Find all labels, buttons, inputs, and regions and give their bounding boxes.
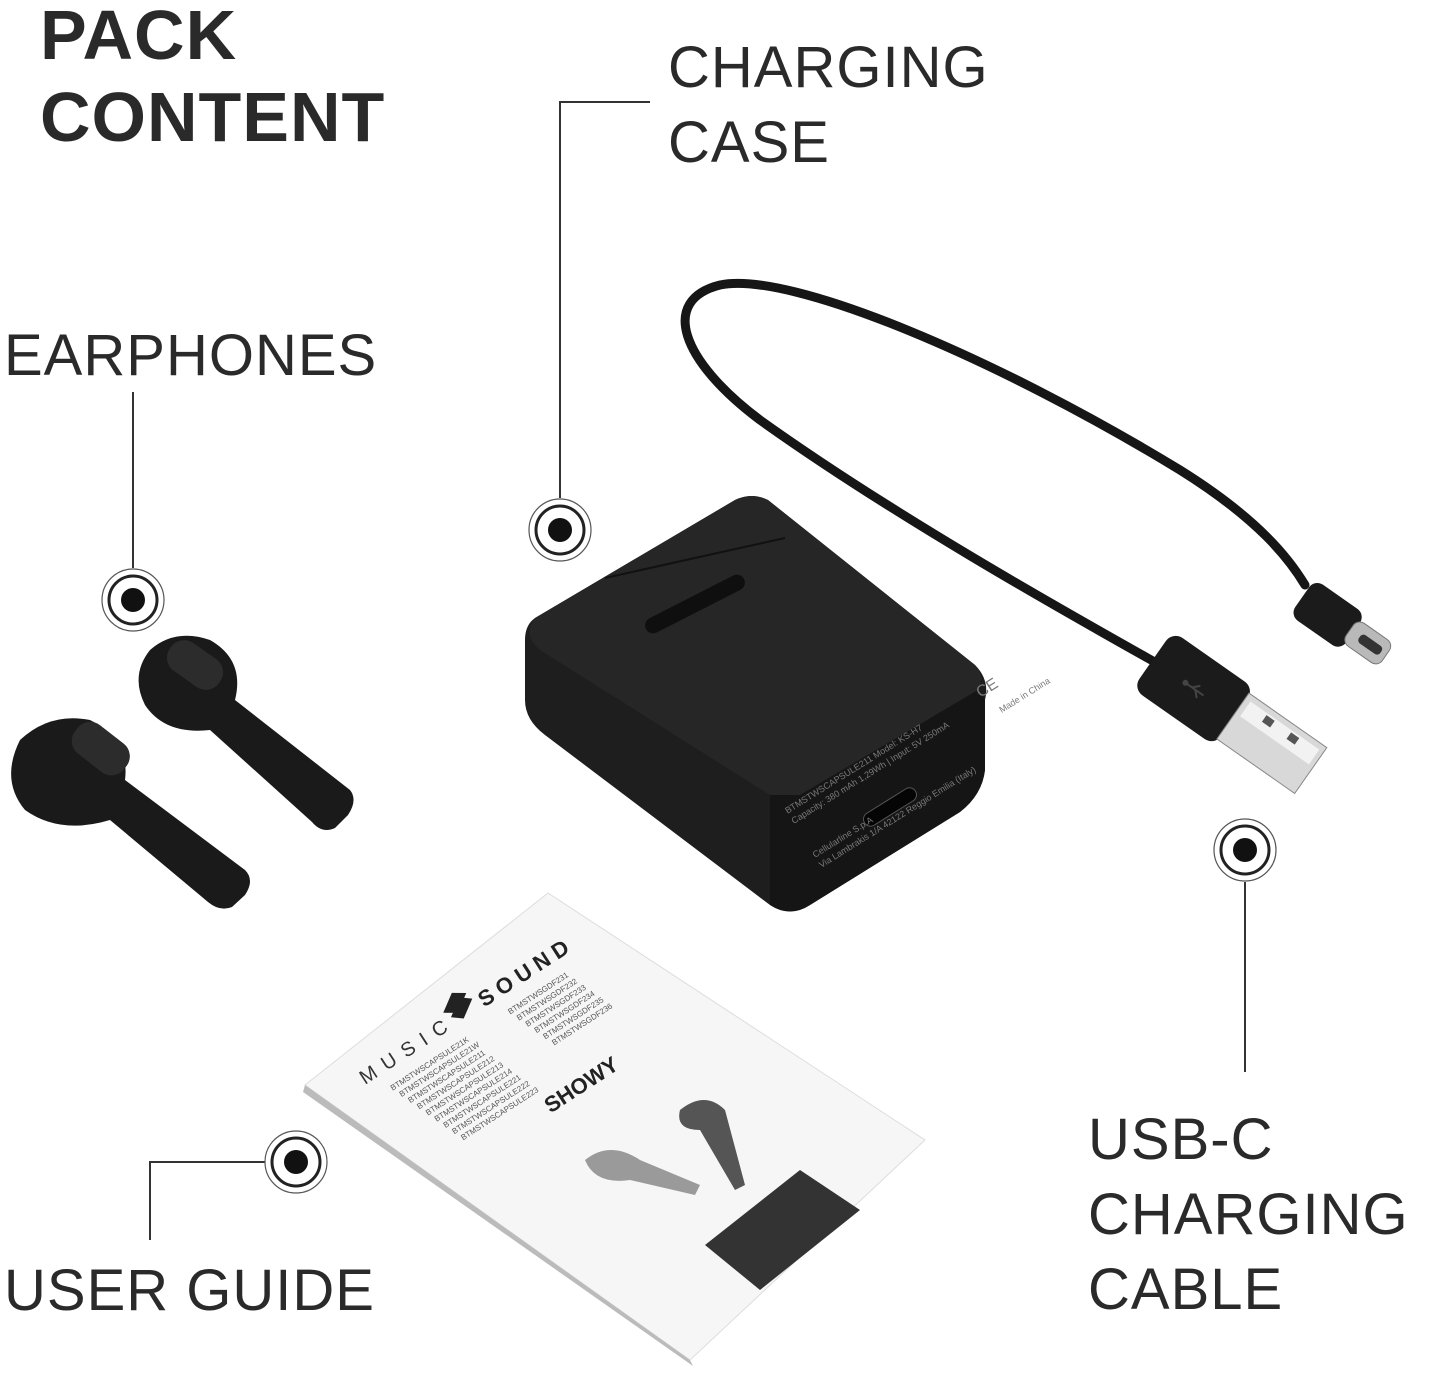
music-sound-logo-icon [443, 992, 473, 1019]
earphone-left [11, 718, 250, 909]
title-line-1: PACK [40, 0, 238, 74]
usb-c-cable [680, 278, 1392, 795]
target-marker-icon [527, 497, 593, 563]
target-marker-icon [100, 567, 166, 633]
label-line: CABLE [1088, 1257, 1284, 1322]
target-marker-icon [263, 1129, 329, 1195]
label-earphones: EARPHONES [4, 318, 377, 393]
usb-c-plug [1293, 582, 1392, 665]
label-charging-case: CHARGING CASE [668, 30, 989, 180]
earphone-right [138, 635, 354, 830]
label-line: CHARGING [1088, 1182, 1409, 1247]
target-marker-icon [1212, 817, 1278, 883]
usb-a-plug [1137, 635, 1328, 795]
leader-lines [132, 101, 1246, 1240]
page-title: PACK CONTENT [40, 0, 385, 158]
charging-case: BTMSTWSCAPSULE211 Model: KS-H7 Capacity:… [525, 496, 1052, 912]
label-line: EARPHONES [4, 323, 378, 388]
label-usb-cable: USB-C CHARGING CABLE [1088, 1102, 1409, 1327]
label-line: USER GUIDE [4, 1258, 375, 1323]
leader-user-guide [149, 1161, 265, 1240]
led-slot [645, 574, 745, 634]
label-line: CHARGING [668, 35, 989, 100]
title-line-2: CONTENT [40, 78, 386, 156]
leader-charging-case [559, 101, 650, 498]
usb-symbol-icon [1182, 679, 1205, 699]
case-marking-text: Made in China [997, 676, 1052, 715]
label-line: USB-C [1088, 1107, 1274, 1172]
usb-c-port [862, 787, 918, 827]
user-guide-booklet: MUSIC SOUND BTMSTWSCAPSULE21K BTMSTWSCAP… [303, 892, 926, 1366]
label-line: CASE [668, 110, 830, 175]
label-user-guide: USER GUIDE [4, 1253, 375, 1328]
booklet-photo-case [705, 1170, 860, 1290]
